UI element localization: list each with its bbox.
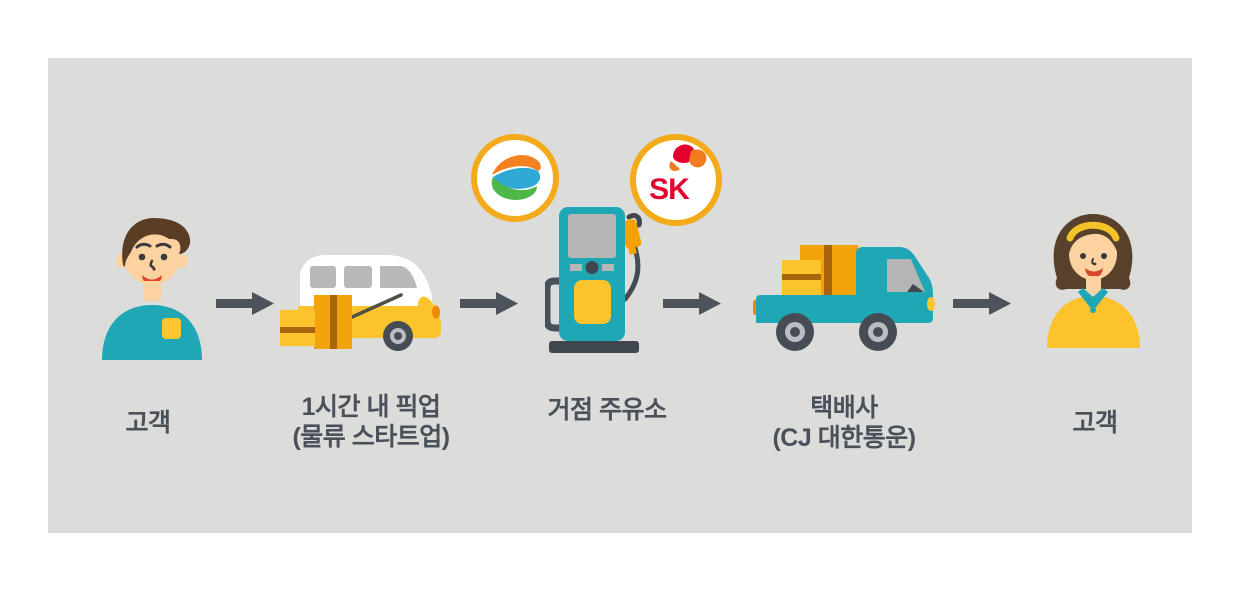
courier-truck-illustration bbox=[753, 240, 935, 355]
female-customer-icon bbox=[1047, 214, 1140, 348]
stage-label-pickup: 1시간 내 픽업 (물류 스타트업) bbox=[292, 393, 450, 451]
customer-sender-illustration bbox=[95, 213, 205, 360]
flow-arrow-icon bbox=[663, 292, 721, 315]
stage-label-customer-end: 고객 bbox=[1072, 409, 1118, 437]
delivery-truck-icon bbox=[753, 245, 935, 351]
pickup-van-illustration bbox=[280, 250, 443, 353]
flow-diagram-panel: SK bbox=[48, 58, 1192, 533]
stage-label-gas-station: 거점 주유소 bbox=[547, 396, 667, 424]
gs-caltex-swirl-icon bbox=[471, 134, 559, 222]
flow-arrow-icon bbox=[216, 292, 274, 315]
delivery-van-icon bbox=[280, 255, 441, 351]
sk-logo-text: SK bbox=[649, 173, 690, 206]
fuel-pump-icon bbox=[545, 207, 642, 353]
stage-label-courier: 택배사 (CJ 대한통운) bbox=[772, 394, 916, 452]
gas-station-illustration bbox=[545, 203, 650, 353]
sk-butterfly-icon: SK bbox=[630, 134, 722, 226]
customer-receiver-illustration bbox=[1043, 212, 1144, 348]
male-customer-icon bbox=[102, 218, 202, 360]
flow-arrow-icon bbox=[953, 292, 1011, 315]
sk-logo-badge: SK bbox=[629, 133, 723, 227]
flow-arrow-icon bbox=[460, 292, 518, 315]
stage-label-customer-start: 고객 bbox=[125, 409, 171, 437]
gs-caltex-logo-badge bbox=[470, 133, 560, 223]
